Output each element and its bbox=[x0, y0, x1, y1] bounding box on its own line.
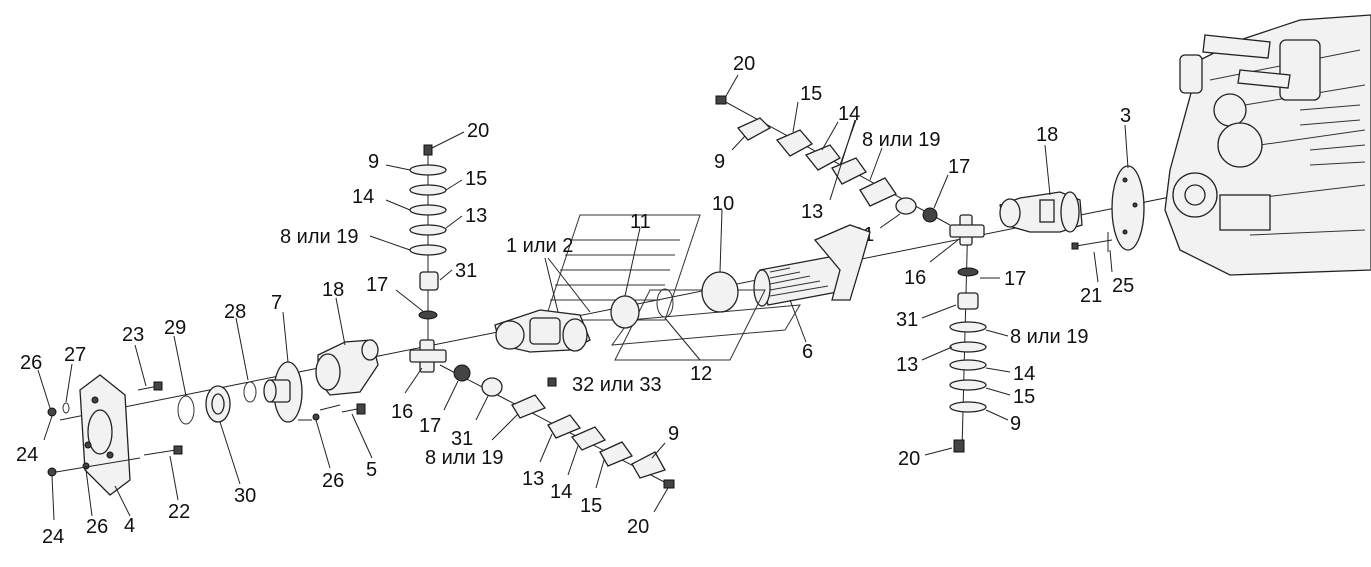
label-13-top: 13 bbox=[801, 201, 823, 223]
label-28: 28 bbox=[224, 301, 246, 323]
label-20-top: 20 bbox=[733, 53, 755, 75]
label-9-bottom: 9 bbox=[668, 423, 679, 445]
part-21-bolt bbox=[1075, 239, 1113, 247]
part-10-ring bbox=[701, 271, 739, 313]
part-17-ring-right bbox=[957, 267, 979, 277]
part-12-ring bbox=[656, 288, 674, 318]
top-chain-parts bbox=[736, 117, 938, 223]
label-26-a: 26 bbox=[20, 352, 42, 374]
part-7-flange-hub bbox=[263, 361, 303, 423]
label-25: 25 bbox=[1112, 275, 1134, 297]
label-26-c: 26 bbox=[322, 470, 344, 492]
part-31-bushing-left bbox=[419, 271, 439, 291]
part-26-washer-c bbox=[312, 413, 320, 421]
label-15-right: 15 bbox=[1013, 386, 1035, 408]
part-18-yoke-left bbox=[315, 339, 379, 396]
label-13-left: 13 bbox=[465, 205, 487, 227]
part-20-bolt-top bbox=[715, 95, 727, 105]
label-27: 27 bbox=[64, 344, 86, 366]
label-14-top: 14 bbox=[838, 103, 860, 125]
label-8-19-right: 8 или 19 bbox=[1010, 326, 1089, 348]
label-29: 29 bbox=[164, 317, 186, 339]
label-31-left: 31 bbox=[455, 260, 477, 282]
label-9-top: 9 bbox=[714, 151, 725, 173]
label-20-left: 20 bbox=[467, 120, 489, 142]
label-20-bottom: 20 bbox=[627, 516, 649, 538]
part-1-2-yoke-center bbox=[494, 309, 591, 353]
label-8-19-left: 8 или 19 bbox=[280, 226, 359, 248]
label-17-top: 17 bbox=[948, 156, 970, 178]
label-15-bottom: 15 bbox=[580, 495, 602, 517]
part-6-splined-shaft bbox=[753, 224, 871, 307]
label-26-b: 26 bbox=[86, 516, 108, 538]
part-28-ring bbox=[243, 381, 257, 403]
label-16-right: 16 bbox=[904, 267, 926, 289]
label-15-top: 15 bbox=[800, 83, 822, 105]
part-24-nut-b bbox=[47, 467, 57, 477]
label-17-left: 17 bbox=[366, 274, 388, 296]
label-20-right: 20 bbox=[898, 448, 920, 470]
part-17-ring-left bbox=[418, 310, 438, 320]
label-3: 3 bbox=[1120, 105, 1131, 127]
label-14-bottom: 14 bbox=[550, 481, 572, 503]
label-16-left: 16 bbox=[391, 401, 413, 423]
label-8-19-top: 8 или 19 bbox=[862, 129, 941, 151]
label-11: 11 bbox=[630, 211, 651, 233]
part-20-bolt-left bbox=[423, 144, 433, 156]
part-4-housing bbox=[79, 374, 131, 496]
part-20-bolt-right bbox=[953, 439, 965, 453]
label-13-bottom: 13 bbox=[522, 468, 544, 490]
label-1-2: 1 или 2 bbox=[506, 235, 573, 257]
label-9-left: 9 bbox=[368, 151, 379, 173]
label-31-right: 31 bbox=[896, 309, 918, 331]
label-10: 10 bbox=[712, 193, 734, 215]
label-13-right: 13 bbox=[896, 354, 918, 376]
part-11-ring bbox=[610, 295, 640, 329]
part-32-33-fitting bbox=[547, 377, 557, 387]
bottom-chain-parts bbox=[453, 364, 675, 489]
label-32-33: 32 или 33 bbox=[572, 374, 662, 396]
part-31-bushing-right bbox=[957, 292, 979, 310]
part-16-cross-left bbox=[409, 339, 447, 373]
label-30: 30 bbox=[234, 485, 256, 507]
label-21: 21 bbox=[1080, 285, 1102, 307]
label-18-right: 18 bbox=[1036, 124, 1058, 146]
part-24-nut-a bbox=[47, 407, 57, 417]
label-4: 4 bbox=[124, 515, 135, 537]
part-26-washer-b bbox=[82, 462, 90, 470]
label-8-19-bottom: 8 или 19 bbox=[425, 447, 504, 469]
label-31-bottom: 31 bbox=[451, 428, 473, 450]
label-14-right: 14 bbox=[1013, 363, 1035, 385]
part-27-washer bbox=[62, 402, 70, 414]
part-22-bolt bbox=[143, 449, 177, 456]
label-22: 22 bbox=[168, 501, 190, 523]
label-17-right: 17 bbox=[1004, 268, 1026, 290]
label-12: 12 bbox=[690, 363, 712, 385]
label-9-right: 9 bbox=[1010, 413, 1021, 435]
right-stack-plates bbox=[949, 321, 987, 413]
label-14-left: 14 bbox=[352, 186, 374, 208]
label-24-a: 24 bbox=[16, 444, 38, 466]
label-17-bottom: 17 bbox=[419, 415, 441, 437]
part-3-flange-plate bbox=[1111, 165, 1145, 251]
label-18-left: 18 bbox=[322, 279, 344, 301]
part-18-yoke-right bbox=[999, 191, 1083, 233]
label-24-b: 24 bbox=[42, 526, 64, 548]
label-15-left: 15 bbox=[465, 168, 487, 190]
part-29-ring bbox=[177, 395, 195, 425]
label-6: 6 bbox=[802, 341, 813, 363]
left-stack-plates bbox=[409, 164, 447, 256]
label-23: 23 bbox=[122, 324, 144, 346]
engine-block bbox=[1164, 14, 1371, 276]
label-5: 5 bbox=[366, 459, 377, 481]
part-16-cross-right bbox=[949, 214, 985, 246]
label-7: 7 bbox=[271, 292, 282, 314]
